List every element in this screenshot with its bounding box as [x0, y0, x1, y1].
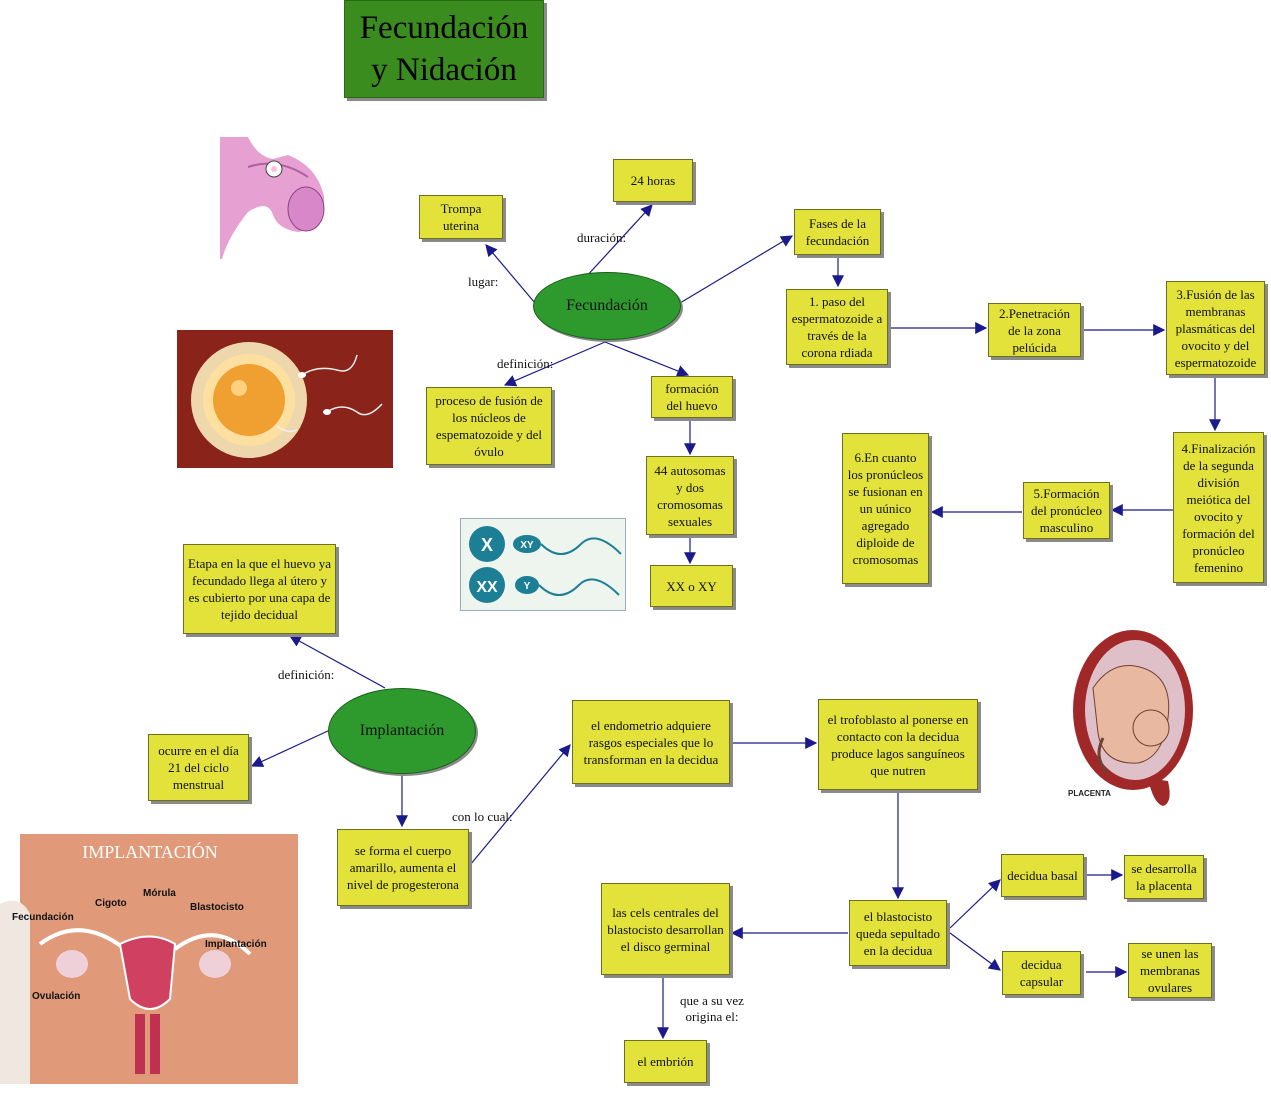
implant-label-morula: Mórula: [143, 888, 176, 899]
node-fase-1[interactable]: 1. paso del espermatozoide a través de l…: [786, 289, 888, 365]
implant-title: IMPLANTACIÓN: [82, 841, 218, 862]
implant-label-blastocisto: Blastocisto: [190, 902, 244, 913]
node-endometrio[interactable]: el endometrio adquiere rasgos especiales…: [572, 700, 730, 784]
fetus-placenta-image: PLACENTA: [1063, 628, 1199, 808]
title-line-1: Fecundación: [359, 10, 529, 46]
node-proceso[interactable]: proceso de fusión de los núcleos de espe…: [426, 387, 552, 465]
node-autosomas[interactable]: 44 autosomas y dos cromosomas sexuales: [646, 456, 734, 535]
page-title: Fecundación y Nidación: [344, 0, 544, 98]
label-que-a-su-vez: que a su vez origina el:: [680, 993, 744, 1024]
node-cuerpo-amarillo[interactable]: se forma el cuerpo amarillo, aumenta el …: [337, 829, 469, 906]
node-24-horas[interactable]: 24 horas: [613, 159, 693, 202]
label-duracion: duración:: [577, 230, 627, 245]
node-dia-21[interactable]: ocurre en el día 21 del ciclo menstrual: [148, 734, 249, 801]
node-fase-6[interactable]: 6.En cuanto los pronúcleos se fusionan e…: [842, 433, 929, 584]
node-membranas[interactable]: se unen las membranas ovulares: [1128, 943, 1212, 998]
egg-sperm-image: [177, 330, 393, 468]
chromosome-sperm-image: X XY XX Y: [460, 518, 626, 611]
node-blastocisto[interactable]: el blastocisto queda sepultado en la dec…: [849, 900, 947, 966]
node-etapa[interactable]: Etapa en la que el huevo ya fecundado ll…: [183, 544, 336, 634]
node-trompa[interactable]: Trompa uterina: [419, 195, 503, 239]
xy-badge-2: XX: [476, 579, 498, 596]
node-decidua-capsular[interactable]: decidua capsular: [1002, 951, 1081, 995]
implant-label-implantacion: Implantación: [205, 939, 267, 950]
node-fase-3[interactable]: 3.Fusión de las membranas plasmáticas de…: [1166, 281, 1265, 375]
xy-badge-2b: Y: [524, 581, 531, 592]
node-decidua-basal[interactable]: decidua basal: [1001, 854, 1084, 897]
node-fases[interactable]: Fases de la fecundación: [794, 209, 881, 255]
implant-label-ovulacion: Ovulación: [32, 991, 80, 1002]
label-definicion-2: definición:: [278, 667, 335, 682]
node-placenta[interactable]: se desarrolla la placenta: [1124, 855, 1204, 899]
fallopian-tube-image: [218, 137, 332, 259]
node-cels-centrales[interactable]: las cels centrales del blastocisto desar…: [601, 883, 730, 975]
implant-label-fecundacion: Fecundación: [12, 912, 74, 923]
node-fase-4[interactable]: 4.Finalización de la segunda división me…: [1173, 432, 1264, 583]
title-line-2: y Nidación: [371, 52, 517, 88]
implantation-image: IMPLANTACIÓN Cigoto Mórula Fecundación B…: [0, 834, 298, 1084]
oval-fecundacion[interactable]: Fecundación: [533, 272, 681, 340]
node-formacion-huevo[interactable]: formación del huevo: [651, 376, 733, 418]
label-con-lo-cual: con lo cual:: [452, 809, 513, 824]
node-embrion[interactable]: el embrión: [624, 1040, 707, 1083]
node-fase-2[interactable]: 2.Penetración de la zona pelúcida: [988, 303, 1081, 357]
placenta-caption: PLACENTA: [1068, 789, 1111, 798]
xy-badge-1b: XY: [520, 540, 534, 551]
label-lugar: lugar:: [468, 274, 499, 289]
label-definicion-1: definición:: [497, 356, 554, 371]
node-trofoblasto[interactable]: el trofoblasto al ponerse en contacto co…: [818, 699, 978, 790]
node-fase-5[interactable]: 5.Formación del pronúcleo masculino: [1023, 482, 1110, 539]
implant-label-cigoto: Cigoto: [95, 898, 127, 909]
node-xx-xy[interactable]: XX o XY: [650, 565, 733, 607]
xy-badge-1: X: [481, 535, 493, 555]
oval-implantacion[interactable]: Implantación: [328, 688, 476, 774]
